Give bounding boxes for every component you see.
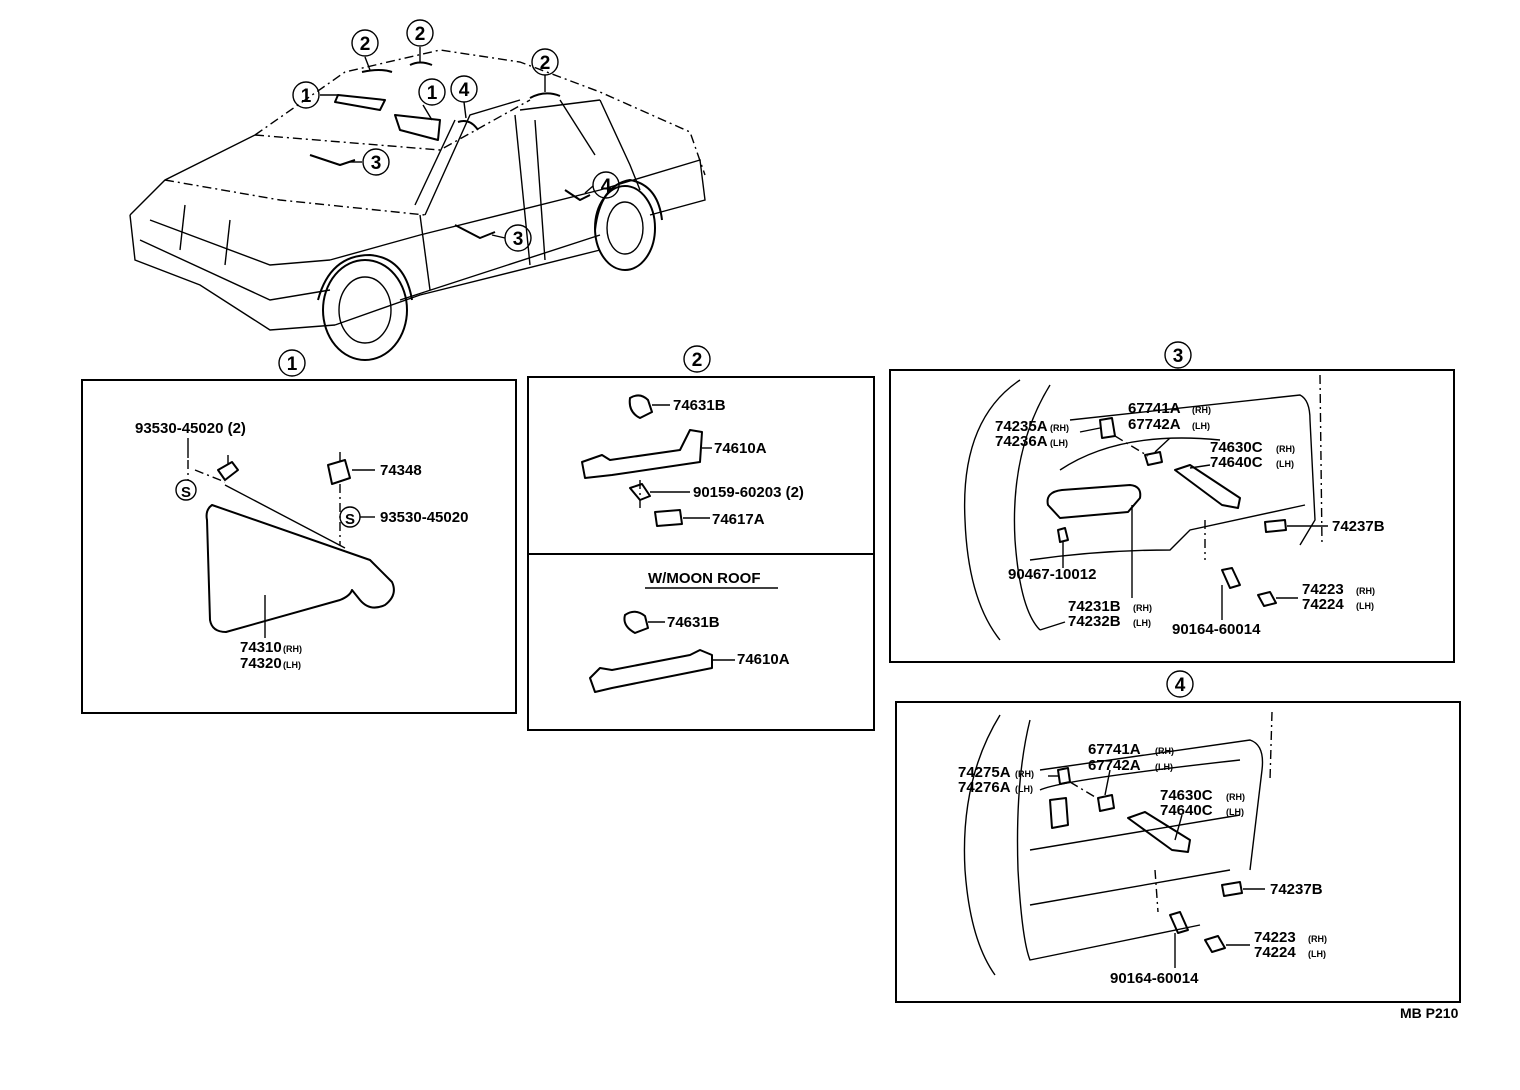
label-p3-screw: 90467-10012 [1008,566,1096,583]
svg-text:1: 1 [301,86,312,107]
label-visor-lh: 74320 [240,655,282,672]
label-p3-base-lh: 74232B [1068,613,1121,630]
tag-rh: (RH) [1192,405,1211,415]
svg-text:2: 2 [360,34,371,55]
car-overview [129,47,706,361]
car-callout-2b: 2 [406,19,434,47]
tag-rh: (RH) [1308,934,1327,944]
seal-mark-1: S [175,479,197,501]
panel-3-frame [889,369,1455,663]
svg-text:1: 1 [287,354,298,375]
tag-lh: (LH) [1356,601,1374,611]
label-p4-cap-rh: 67741A [1088,741,1141,758]
panel-4-header: 4 [1166,670,1194,698]
tag-lh: (LH) [1015,784,1033,794]
label-p3-pull-lh: 74640C [1210,454,1263,471]
label-p4-clip: 74237B [1270,881,1323,898]
label-visor-rh: 74310 [240,639,282,656]
car-callout-4b: 4 [592,171,620,199]
panel-3-parts [963,374,1328,641]
tag-lh: (LH) [1226,807,1244,817]
car-callout-2c: 2 [531,48,559,76]
svg-text:4: 4 [1175,675,1186,696]
tag-rh: (RH) [1356,586,1375,596]
tag-lh: (LH) [1050,438,1068,448]
label-moonroof-grip: 74610A [737,651,790,668]
svg-text:1: 1 [427,83,438,104]
car-callout-3b: 3 [504,224,532,252]
panel-3-header: 3 [1164,341,1192,369]
car-callout-1a: 1 [292,81,320,109]
label-screw: 93530-45020 [380,509,468,526]
svg-text:3: 3 [371,153,382,174]
svg-text:3: 3 [513,229,524,250]
label-p3-cap-rh: 67741A [1128,400,1181,417]
tag-rh: (RH) [283,644,302,654]
svg-text:2: 2 [540,53,551,74]
car-callout-3a: 3 [362,148,390,176]
tag-lh: (LH) [1276,459,1294,469]
car-callout-4a: 4 [450,75,478,103]
tag-rh: (RH) [1226,792,1245,802]
label-p4-armrest-lh: 74276A [958,779,1011,796]
label-p3-clip: 74237B [1332,518,1385,535]
tag-rh: (RH) [1155,746,1174,756]
label-holder: 74348 [380,462,422,479]
label-p3-armrest-lh: 74236A [995,433,1048,450]
label-p3-base-rh: 74231B [1068,598,1121,615]
tag-rh: (RH) [1276,444,1295,454]
panel-1-header: 1 [278,349,306,377]
tag-lh: (LH) [1155,762,1173,772]
moonroof-title: W/MOON ROOF [648,570,761,587]
panel-2-header: 2 [683,345,711,373]
tag-rh: (RH) [1050,423,1069,433]
diagram-code: MB P210 [1400,1005,1459,1021]
label-p4-bolt: 90164-60014 [1110,970,1199,987]
label-p3-armrest-rh: 74235A [995,418,1048,435]
seal-mark-2: S [339,506,361,528]
panel-4-parts [963,711,1273,976]
svg-text:S: S [181,484,191,501]
panel-4-frame [895,701,1461,1003]
label-p3-plug-rh: 74223 [1302,581,1344,598]
tag-lh: (LH) [1308,949,1326,959]
panel-1-frame [81,379,517,714]
car-callout-2a: 2 [351,29,379,57]
label-p4-pull-rh: 74630C [1160,787,1213,804]
svg-text:S: S [345,511,355,528]
label-p3-pull-rh: 74630C [1210,439,1263,456]
car-callout-1b: 1 [418,78,446,106]
label-p3-plug-lh: 74224 [1302,596,1344,613]
svg-text:4: 4 [601,176,612,197]
label-p4-pull-lh: 74640C [1160,802,1213,819]
tag-rh: (RH) [1015,769,1034,779]
tag-lh: (LH) [1192,421,1210,431]
label-p3-cap-lh: 67742A [1128,416,1181,433]
moonroof-parts [589,610,735,693]
label-cover: 74631B [673,397,726,414]
label-p4-plug-rh: 74223 [1254,929,1296,946]
tag-rh: (RH) [1133,603,1152,613]
label-p4-plug-lh: 74224 [1254,944,1296,961]
label-screw-pair: 93530-45020 (2) [135,420,246,437]
svg-text:2: 2 [692,350,703,371]
panel-2-parts [581,394,712,527]
label-p4-cap-lh: 67742A [1088,757,1141,774]
tag-lh: (LH) [1133,618,1151,628]
label-p4-armrest-rh: 74275A [958,764,1011,781]
svg-text:3: 3 [1173,346,1184,367]
label-moonroof-cover: 74631B [667,614,720,631]
label-grip-screw: 90159-60203 (2) [693,484,804,501]
label-grip: 74610A [714,440,767,457]
svg-text:2: 2 [415,24,426,45]
tag-lh: (LH) [283,660,301,670]
label-clip: 74617A [712,511,765,528]
panel-1-parts [187,438,395,638]
svg-text:4: 4 [459,80,470,101]
label-p3-bolt: 90164-60014 [1172,621,1261,638]
